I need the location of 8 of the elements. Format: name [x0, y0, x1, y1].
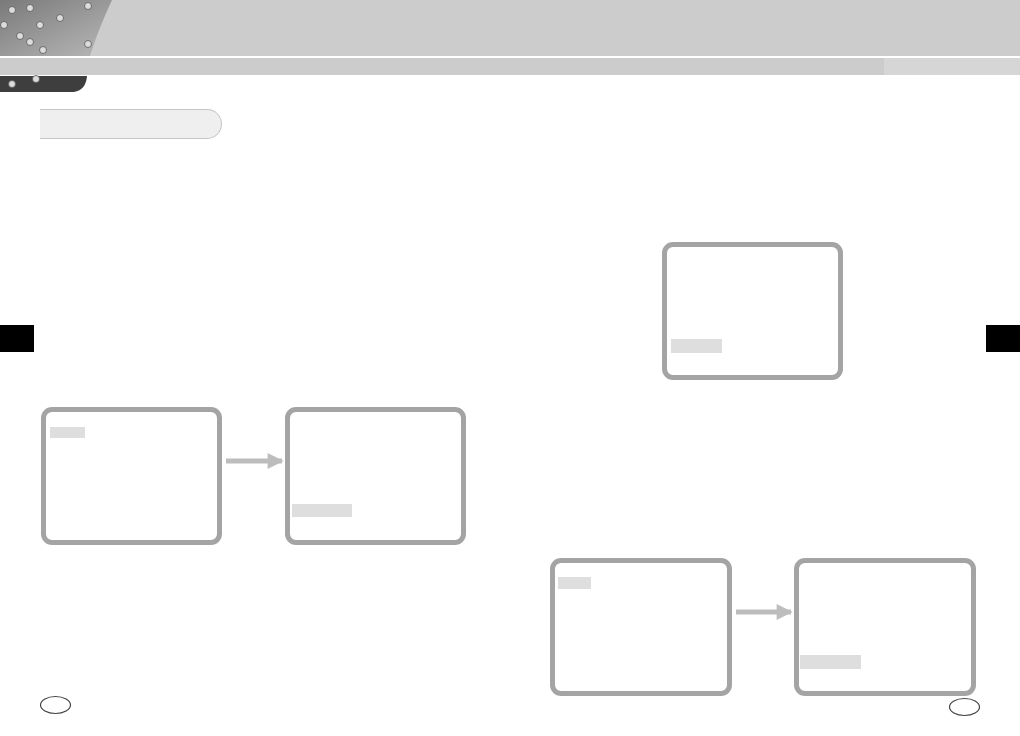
- screen-box: [285, 407, 466, 545]
- arrow: [736, 604, 793, 620]
- screen-box: [550, 558, 732, 696]
- arrow: [226, 453, 284, 469]
- screen-box: [41, 407, 222, 545]
- screen-box: [662, 242, 843, 380]
- title-bar: [40, 109, 222, 139]
- screen-box: [794, 558, 976, 696]
